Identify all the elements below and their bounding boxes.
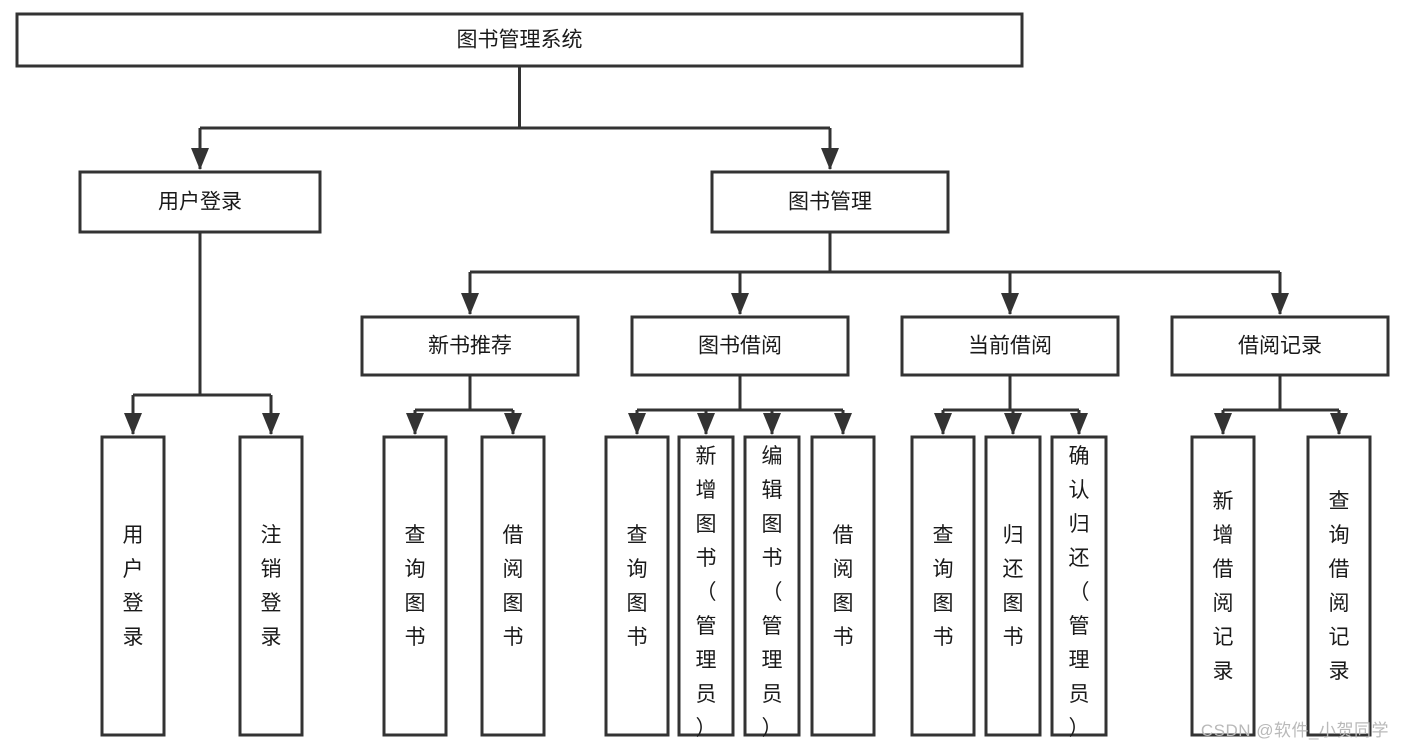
node-leaf-edit-book[interactable]: 编辑图书（管理员） xyxy=(743,435,801,740)
node-current-borrow-rect xyxy=(900,315,1120,377)
node-root[interactable]: 图书管理系统 xyxy=(15,12,1024,68)
node-leaf-return-book-rect xyxy=(984,435,1042,737)
node-leaf-query-book-borrow-label: 查询图书 xyxy=(627,524,648,649)
node-book-manage-rect xyxy=(710,170,950,234)
arrow-head-icon xyxy=(191,148,209,170)
node-root-rect xyxy=(15,12,1024,68)
node-leaf-add-book-rect xyxy=(677,435,735,737)
node-leaf-query-book-rec-rect xyxy=(382,435,448,737)
arrow-head-icon xyxy=(763,413,781,435)
arrow-head-icon xyxy=(461,293,479,315)
arrow-head-icon xyxy=(821,148,839,170)
arrow-head-icon xyxy=(504,413,522,435)
node-user-login-label: 用户登录 xyxy=(158,191,242,214)
node-leaf-add-record[interactable]: 新增借阅记录 xyxy=(1190,435,1256,737)
node-leaf-add-book-label: 新增图书（管理员） xyxy=(696,445,717,740)
node-leaf-logout-label: 注销登录 xyxy=(261,524,282,649)
node-leaf-return-book[interactable]: 归还图书 xyxy=(984,435,1042,737)
node-user-login-rect xyxy=(78,170,322,234)
node-leaf-borrow-book-label: 借阅图书 xyxy=(833,524,854,649)
node-borrow-record-rect xyxy=(1170,315,1390,377)
node-leaf-user-login-label: 用户登录 xyxy=(123,524,144,649)
connectors-layer xyxy=(124,66,1348,435)
node-leaf-query-record-rect xyxy=(1306,435,1372,737)
arrow-head-icon xyxy=(934,413,952,435)
arrow-head-icon xyxy=(1271,293,1289,315)
arrow-head-icon xyxy=(1330,413,1348,435)
arrow-head-icon xyxy=(406,413,424,435)
node-root-label: 图书管理系统 xyxy=(457,29,583,52)
node-leaf-query-book-borrow[interactable]: 查询图书 xyxy=(604,435,670,737)
watermark-text: CSDN @软件_小贺同学 xyxy=(1200,721,1389,740)
node-leaf-confirm-return-label: 确认归还（管理员） xyxy=(1069,445,1090,740)
arrow-head-icon xyxy=(731,293,749,315)
node-leaf-borrow-book-rec[interactable]: 借阅图书 xyxy=(480,435,546,737)
node-leaf-borrow-book-rec-label: 借阅图书 xyxy=(503,524,524,649)
node-leaf-edit-book-label: 编辑图书（管理员） xyxy=(762,445,783,740)
node-leaf-user-login-rect xyxy=(100,435,166,737)
node-leaf-confirm-return[interactable]: 确认归还（管理员） xyxy=(1050,435,1108,740)
arrow-head-icon xyxy=(1004,413,1022,435)
node-borrow-record[interactable]: 借阅记录 xyxy=(1170,315,1390,377)
arrow-head-icon xyxy=(124,413,142,435)
boxes-layer: 图书管理系统用户登录图书管理新书推荐图书借阅当前借阅借阅记录用户登录注销登录查询… xyxy=(15,12,1390,740)
node-leaf-query-book-borrow-rect xyxy=(604,435,670,737)
arrow-head-icon xyxy=(628,413,646,435)
node-leaf-query-record[interactable]: 查询借阅记录 xyxy=(1306,435,1372,737)
node-book-manage-label: 图书管理 xyxy=(788,191,872,214)
node-leaf-add-record-rect xyxy=(1190,435,1256,737)
node-leaf-borrow-book-rec-rect xyxy=(480,435,546,737)
node-leaf-borrow-book-rect xyxy=(810,435,876,737)
node-new-book-rec-rect xyxy=(360,315,580,377)
node-leaf-query-book-current-label: 查询图书 xyxy=(933,524,954,649)
node-leaf-user-login[interactable]: 用户登录 xyxy=(100,435,166,737)
node-leaf-edit-book-rect xyxy=(743,435,801,737)
node-leaf-add-book[interactable]: 新增图书（管理员） xyxy=(677,435,735,740)
node-user-login[interactable]: 用户登录 xyxy=(78,170,322,234)
arrow-head-icon xyxy=(1214,413,1232,435)
node-borrow-record-label: 借阅记录 xyxy=(1238,335,1322,358)
node-leaf-return-book-label: 归还图书 xyxy=(1003,524,1024,649)
node-book-manage[interactable]: 图书管理 xyxy=(710,170,950,234)
node-book-borrow-label: 图书借阅 xyxy=(698,335,782,358)
node-book-borrow[interactable]: 图书借阅 xyxy=(630,315,850,377)
node-leaf-borrow-book[interactable]: 借阅图书 xyxy=(810,435,876,737)
node-leaf-logout[interactable]: 注销登录 xyxy=(238,435,304,737)
node-leaf-logout-rect xyxy=(238,435,304,737)
arrow-head-icon xyxy=(834,413,852,435)
arrow-head-icon xyxy=(1001,293,1019,315)
node-leaf-query-record-label: 查询借阅记录 xyxy=(1329,490,1350,683)
node-leaf-query-book-rec[interactable]: 查询图书 xyxy=(382,435,448,737)
node-leaf-confirm-return-rect xyxy=(1050,435,1108,737)
node-new-book-rec[interactable]: 新书推荐 xyxy=(360,315,580,377)
node-new-book-rec-label: 新书推荐 xyxy=(428,335,512,358)
node-leaf-query-book-rec-label: 查询图书 xyxy=(405,524,426,649)
node-leaf-query-book-current-rect xyxy=(910,435,976,737)
node-leaf-query-book-current[interactable]: 查询图书 xyxy=(910,435,976,737)
node-current-borrow[interactable]: 当前借阅 xyxy=(900,315,1120,377)
arrow-head-icon xyxy=(697,413,715,435)
node-current-borrow-label: 当前借阅 xyxy=(968,335,1052,358)
arrow-head-icon xyxy=(262,413,280,435)
arrow-head-icon xyxy=(1070,413,1088,435)
node-book-borrow-rect xyxy=(630,315,850,377)
node-leaf-add-record-label: 新增借阅记录 xyxy=(1213,490,1234,683)
